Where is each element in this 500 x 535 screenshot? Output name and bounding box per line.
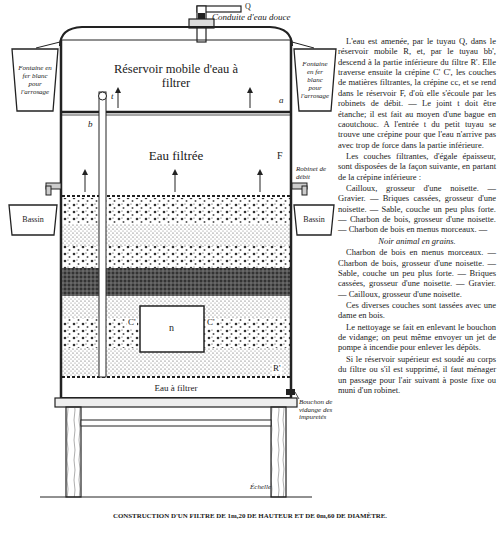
note-paragraph: Ces diverses couches sont tassées avec u… (338, 300, 496, 321)
node-label: Fontaine en fer blanc pour l'arrosage (18, 64, 52, 96)
drawing-rect (198, 13, 205, 19)
drawing-line (60, 111, 292, 114)
part-label: t (111, 92, 114, 102)
basin-box: Bassin (293, 204, 335, 236)
drawing-rect (271, 407, 286, 497)
part-label: Conduite d'eau douce (212, 13, 290, 23)
drawing-line (290, 40, 293, 398)
reservoir-box: Réservoir mobile d'eau à filtrer (62, 42, 290, 110)
drawing-line (62, 195, 290, 197)
drawing-line (40, 497, 312, 498)
part-letter: C' (127, 318, 137, 328)
drawing-rect (46, 186, 51, 195)
drawing-rect (62, 246, 290, 268)
drawing-line (36, 42, 60, 48)
part-letter: n (168, 322, 175, 333)
drawing-path (60, 27, 292, 46)
note-paragraph: Si le réservoir supérieur est soudé au c… (338, 354, 496, 395)
node-label: Bassin (22, 215, 43, 224)
raw-water-chamber: Eau à filtrer (62, 379, 290, 397)
drawing-line (60, 115, 292, 116)
drawing-line (250, 90, 251, 108)
part-letter: R' (272, 364, 282, 374)
drawing-line (60, 40, 292, 41)
note-paragraph: Les couches filtrantes, d'égale épaisseu… (338, 151, 496, 182)
drawing-line (85, 172, 86, 192)
basin-shape (294, 205, 334, 235)
explanatory-text: L'eau est amenée, par le tuyau Q, dans l… (338, 36, 496, 396)
part-label: a (279, 96, 284, 106)
drawing-line (260, 172, 261, 192)
part-label: Échelle (250, 484, 271, 492)
fountain-can: Fontaine en fer blanc pour l'arrosage (11, 48, 59, 112)
drawing-rect (62, 198, 290, 224)
part-label: F (277, 150, 283, 161)
bucket-shape (12, 49, 58, 111)
drawing-line (175, 172, 176, 192)
fountain-can: Fontaine en fer blanc pour l'arrosage (293, 48, 337, 112)
part-label: Q (245, 3, 251, 12)
bucket-shape (294, 49, 336, 111)
basin-shape (9, 205, 57, 235)
node-label: Fontaine en fer blanc pour l'arrosage (300, 60, 330, 100)
drawing-rect (286, 389, 295, 395)
drawing-rect (62, 224, 290, 246)
part-label: Bouchon de vidange des impuretés (299, 399, 337, 422)
node-label: Bassin (303, 215, 324, 224)
drawing-rect (140, 306, 204, 352)
part-label: Robinet de débit (296, 166, 336, 181)
note-paragraph: Charbon de bois en menus morceaux. — Cha… (338, 247, 496, 299)
drawing-line (62, 376, 290, 378)
drawing-rect (99, 92, 106, 377)
figure-caption: CONSTRUCTION D'UN FILTRE DE 1m,20 DE HAU… (0, 512, 500, 519)
drawing-rect (302, 186, 307, 195)
note-paragraph: Le nettoyage se fait en enlevant le bouc… (338, 322, 496, 353)
drawing-line (292, 42, 314, 48)
node-label: Réservoir mobile d'eau à filtrer (111, 62, 241, 91)
note-paragraph: Cailloux, grosseur d'une noisette. — Gra… (338, 183, 496, 235)
basin-box: Bassin (8, 204, 58, 236)
part-label: b (88, 120, 93, 130)
part-letter: C' (206, 318, 216, 328)
drawing-line (60, 40, 63, 398)
drawing-line (295, 392, 299, 399)
note-paragraph: Noir animal en grains. (338, 236, 496, 246)
drawing-line (118, 90, 119, 108)
node-label: Eau filtrée (149, 149, 204, 164)
drawing-rect (66, 407, 81, 497)
drawing-circle (99, 92, 107, 100)
note-paragraph: L'eau est amenée, par le tuyau Q, dans l… (338, 36, 496, 150)
drawing-rect (81, 420, 271, 426)
node-label: Eau à filtrer (155, 383, 198, 393)
drawing-rect (55, 398, 297, 407)
filtered-water-chamber: Eau filtrée (62, 118, 290, 194)
drawing-rect (62, 268, 290, 296)
